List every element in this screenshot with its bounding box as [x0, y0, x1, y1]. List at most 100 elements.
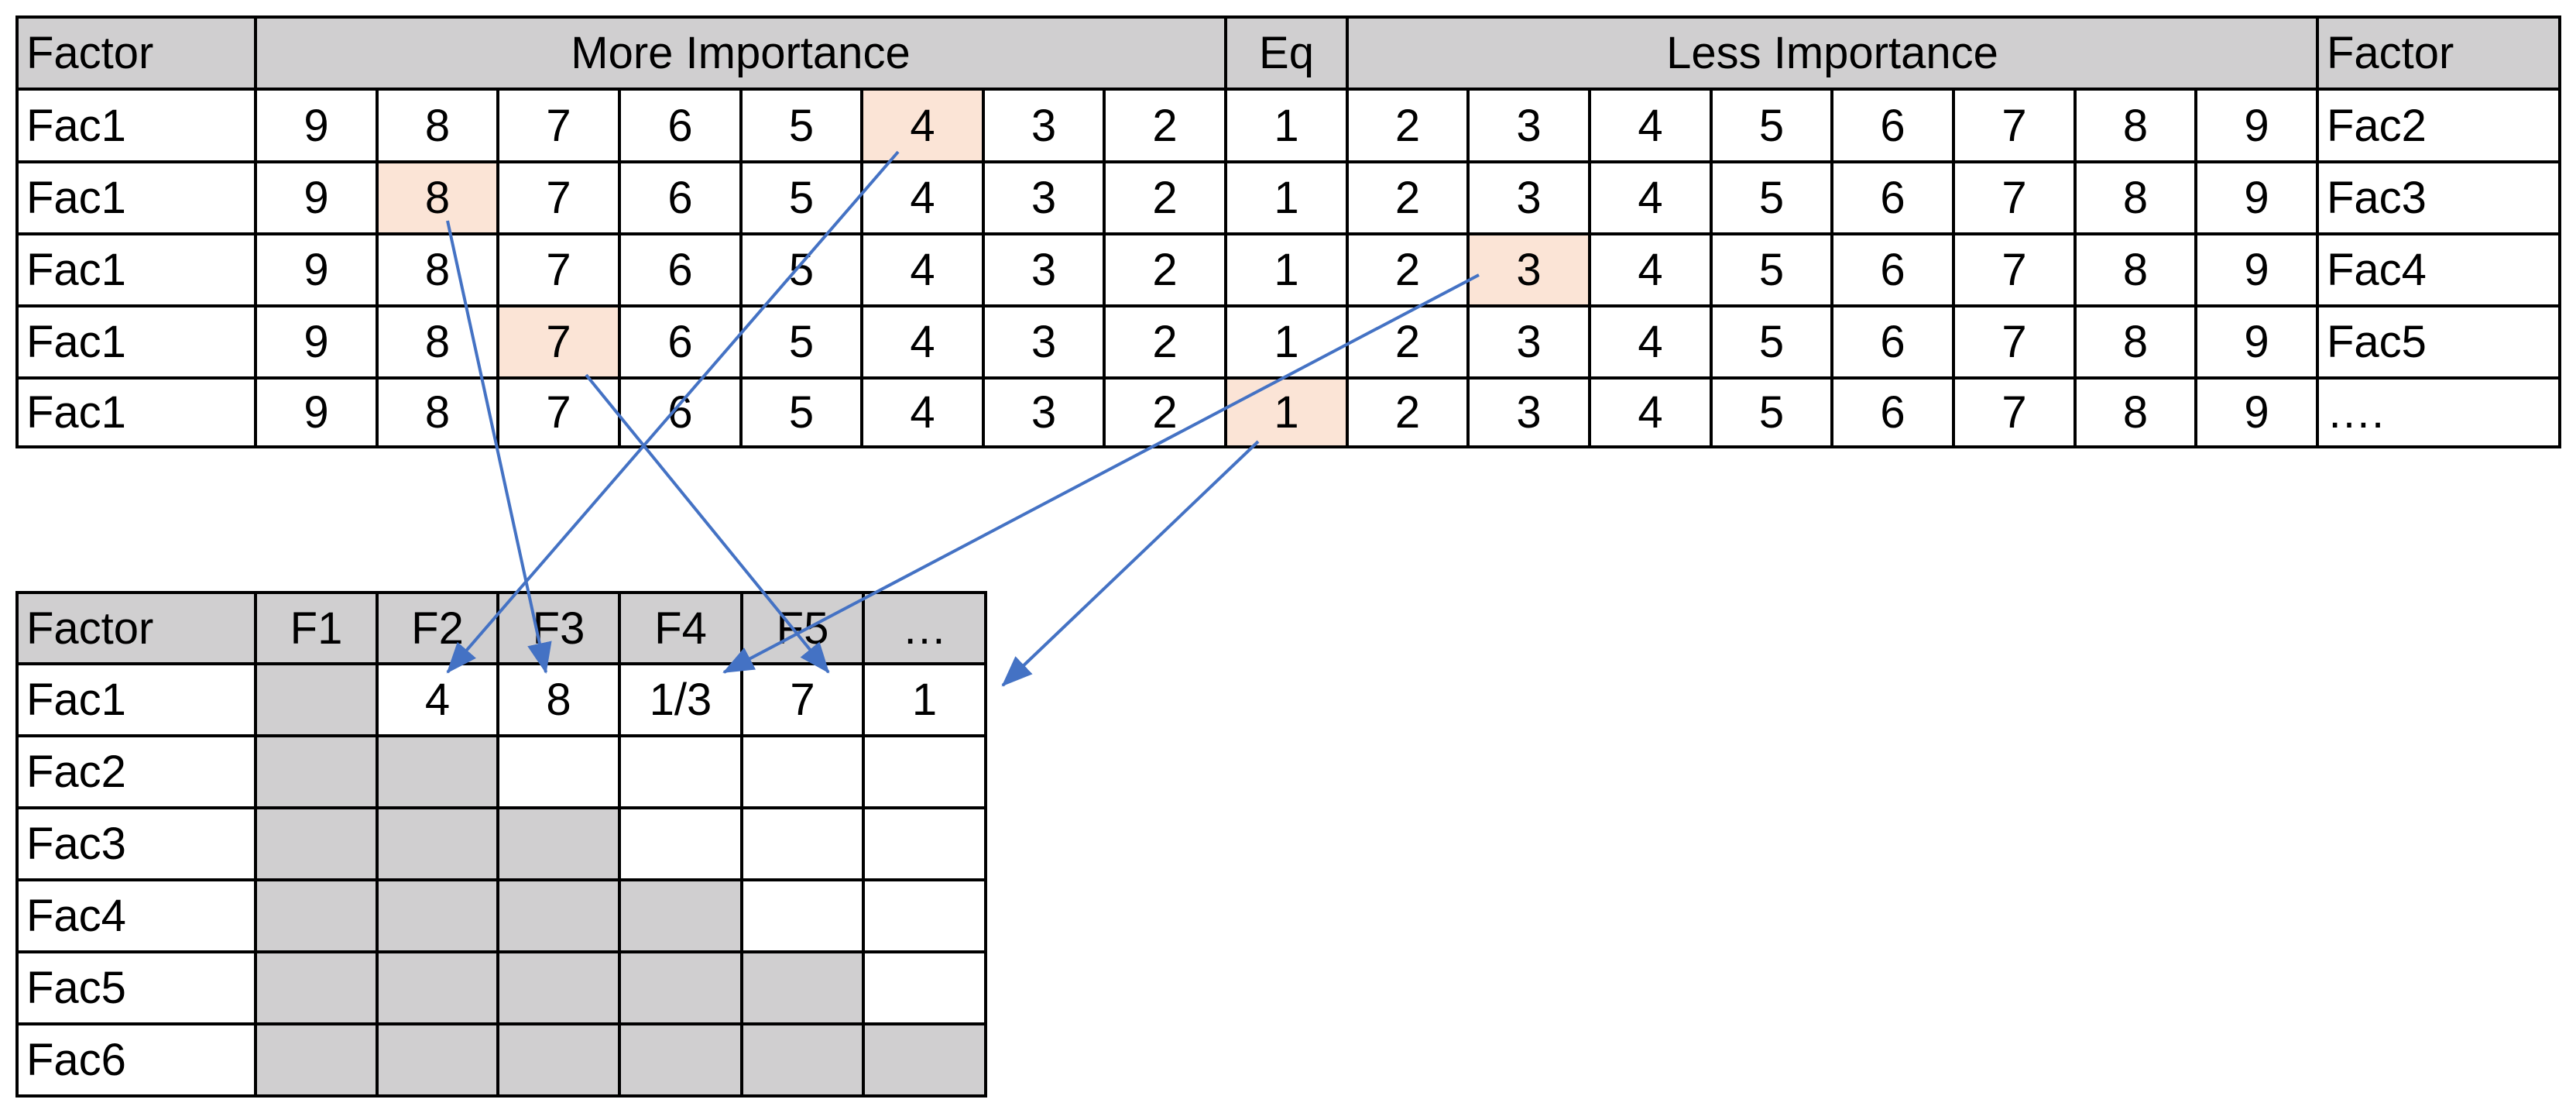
scale-cell: 5	[1758, 245, 1785, 295]
matrix-cell-diagonal	[256, 880, 377, 952]
scale-cell: 7	[2001, 245, 2027, 295]
scale-cell: 8	[424, 245, 451, 295]
arrow-fac5-to-f5	[585, 373, 830, 674]
matrix-header-col: F3	[498, 593, 619, 664]
scale-cell: 3	[1031, 317, 1057, 367]
scale-cell: 1	[1274, 100, 1299, 151]
matrix-cell: 7	[790, 675, 815, 725]
grid-vline	[254, 15, 257, 448]
grid-vline	[2558, 15, 2561, 448]
grid-vline	[1710, 88, 1713, 448]
scale-cell: 6	[1880, 245, 1905, 295]
arrow-fac3-to-f3	[446, 220, 552, 674]
matrix-cell-diagonal	[377, 736, 498, 808]
scale-cell-selected: 7	[498, 306, 619, 378]
scale-cell: 1	[1274, 245, 1299, 295]
matrix-cell-diagonal	[377, 952, 498, 1024]
header-more-importance: More Importance	[256, 17, 1226, 89]
scale-cell: 7	[546, 245, 571, 295]
header-factor-right: Factor	[2317, 17, 2560, 89]
grid-hline	[15, 376, 2561, 380]
row-factor-left: Fac1	[26, 245, 126, 295]
scale-cell: 1	[1274, 317, 1299, 367]
scale-cell: 7	[546, 100, 571, 151]
grid-vline	[1830, 88, 1833, 448]
row-factor-left: Fac1	[26, 173, 126, 223]
matrix-grid-hline	[15, 734, 987, 737]
scale-cell: 9	[2244, 173, 2269, 223]
scale-cell: 8	[2122, 245, 2149, 295]
scale-cell: 8	[424, 317, 451, 367]
scale-cell: 4	[1638, 317, 1663, 367]
scale-cell: 4	[1638, 100, 1663, 151]
scale-cell: 2	[1394, 387, 1421, 438]
grid-vline	[1588, 88, 1591, 448]
scale-cell: 3	[1031, 173, 1057, 223]
scale-cell: 9	[304, 173, 329, 223]
scale-cell: 5	[788, 100, 815, 151]
matrix-row-label: Fac1	[26, 675, 126, 725]
scale-cell: 3	[1516, 100, 1542, 151]
grid-hline	[15, 304, 2561, 307]
matrix-cell: 8	[546, 675, 571, 725]
scale-cell-selected: 1	[1226, 378, 1347, 447]
matrix-grid-hline	[15, 806, 987, 809]
matrix-grid-hline	[15, 1094, 987, 1098]
scale-cell: 2	[1394, 100, 1421, 151]
matrix-grid-vline	[496, 591, 499, 1098]
scale-cell: 2	[1394, 317, 1421, 367]
matrix-cell-diagonal	[256, 1024, 377, 1096]
matrix-grid-vline	[376, 591, 379, 1098]
arrow-fac2-to-f2	[446, 150, 900, 674]
scale-cell: 8	[424, 100, 451, 151]
grid-vline	[15, 15, 19, 448]
grid-vline	[1103, 88, 1106, 448]
matrix-cell: 4	[424, 675, 451, 725]
scale-cell: 9	[304, 317, 329, 367]
scale-cell: 5	[1758, 387, 1785, 438]
matrix-grid-vline	[254, 591, 257, 1098]
grid-vline	[1466, 88, 1470, 448]
matrix-grid-vline	[15, 591, 19, 1098]
matrix-header-col: F2	[377, 593, 498, 664]
grid-vline	[496, 88, 499, 448]
scale-cell: 2	[1394, 173, 1421, 223]
header-factor-left: Factor	[17, 17, 256, 89]
scale-cell: 2	[1152, 173, 1178, 223]
matrix-header-col: …	[863, 593, 986, 664]
matrix-grid-vline	[984, 591, 987, 1098]
matrix-header-col: F4	[619, 593, 742, 664]
matrix-row-label: Fac3	[26, 819, 126, 869]
grid-vline	[860, 88, 863, 448]
scale-cell: 3	[1031, 100, 1057, 151]
matrix-header-col: F1	[256, 593, 377, 664]
matrix-cell-diagonal	[377, 808, 498, 880]
scale-cell-selected: 3	[1468, 234, 1590, 306]
scale-cell: 4	[910, 245, 935, 295]
scale-cell: 7	[2001, 387, 2027, 438]
grid-vline	[1224, 15, 1227, 448]
scale-cell: 4	[1638, 173, 1663, 223]
scale-cell: 3	[1516, 387, 1542, 438]
scale-cell: 8	[2122, 173, 2149, 223]
row-factor-left: Fac1	[26, 317, 126, 367]
scale-cell: 6	[667, 173, 693, 223]
matrix-cell-diagonal	[377, 1024, 498, 1096]
grid-hline	[15, 15, 2561, 19]
scale-cell: 3	[1031, 245, 1057, 295]
matrix-cell-diagonal	[498, 808, 619, 880]
matrix-cell-diagonal	[619, 880, 742, 952]
scale-cell: 6	[1880, 173, 1905, 223]
scale-cell: 5	[788, 173, 815, 223]
grid-vline	[376, 88, 379, 448]
matrix-cell-diagonal	[498, 1024, 619, 1096]
scale-cell: 5	[1758, 100, 1785, 151]
matrix-cell-diagonal	[498, 880, 619, 952]
scale-cell: 3	[1031, 387, 1057, 438]
matrix-cell-diagonal	[619, 1024, 742, 1096]
scale-cell: 3	[1516, 317, 1542, 367]
row-factor-left: Fac1	[26, 387, 126, 438]
matrix-row-label: Fac5	[26, 963, 126, 1013]
scale-cell-selected: 4	[862, 89, 983, 162]
